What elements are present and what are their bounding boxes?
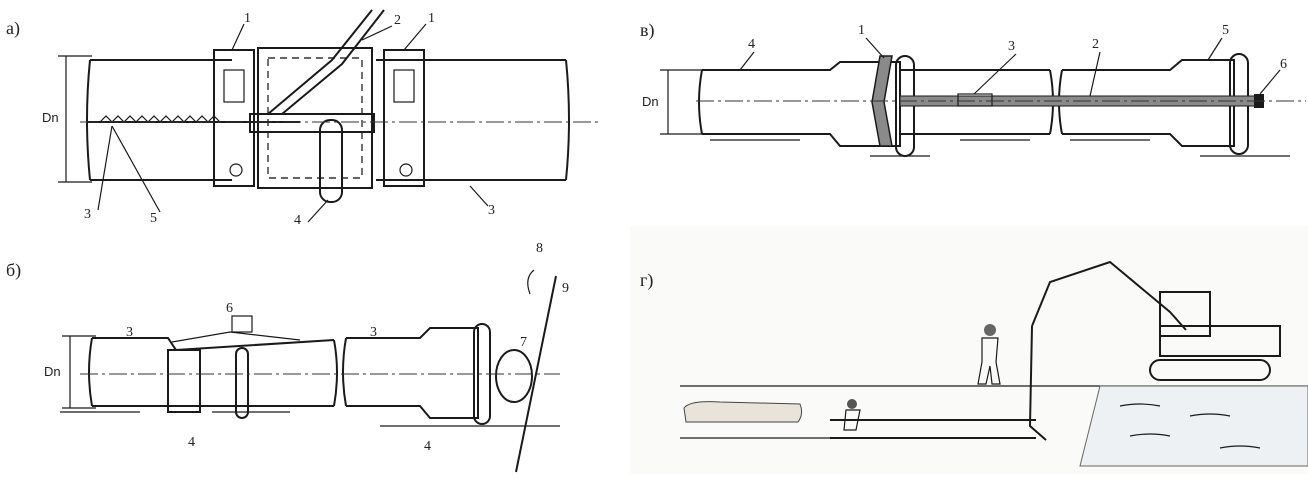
- crowbar-9: [515, 275, 557, 473]
- leader-v-6: [1259, 69, 1281, 95]
- leader-v-3: [973, 53, 1017, 95]
- arrow-8: [527, 269, 535, 295]
- label-v-2: 2: [1092, 37, 1099, 52]
- bolt-right: [399, 163, 413, 177]
- jack-right: [393, 69, 415, 103]
- leader-1a: [231, 23, 245, 51]
- panel-b-drawing: б) Dn 8 9 3 6 3 7 4 4: [6, 241, 569, 473]
- sealing-ring: [319, 119, 343, 203]
- ring-b-1: [235, 347, 249, 419]
- leader-4a: [307, 199, 329, 223]
- label-a-1b: 1: [428, 11, 435, 26]
- leader-v-5: [1207, 37, 1223, 61]
- panel-v-drawing: в) Dn 4 1 3 2 5 6: [640, 20, 1306, 157]
- lever-handle: [267, 9, 385, 115]
- pulled-pipe: [830, 419, 1036, 439]
- panel-g: г): [630, 226, 1308, 474]
- plug-7: [495, 349, 533, 403]
- worker-standing: [984, 324, 996, 336]
- leader-2a: [361, 25, 393, 41]
- label-v-6: 6: [1280, 57, 1287, 72]
- worker-standing-body: [977, 337, 1001, 385]
- excavator-boom: [1031, 260, 1187, 331]
- label-a-4: 4: [294, 213, 301, 228]
- water-ripples: [1119, 403, 1261, 449]
- label-v-3: 3: [1008, 39, 1015, 54]
- pipe-4: [698, 61, 901, 147]
- left-pipe: [86, 59, 232, 181]
- label-b-6: 6: [226, 301, 233, 316]
- dn-label-b: Dn: [44, 364, 61, 379]
- coupling-inner: [267, 57, 363, 179]
- panel-g-drawing: г): [630, 226, 1308, 474]
- water-body: [1079, 385, 1308, 467]
- panel-g-title: г): [640, 270, 653, 291]
- panel-a: а) Dn 1 2 1: [0, 0, 620, 240]
- coupling-b-1: [167, 349, 201, 413]
- lever-mechanism: [249, 113, 375, 133]
- excavator-cab: [1159, 291, 1211, 337]
- label-b-3b: 3: [370, 325, 377, 340]
- jack-left: [223, 69, 245, 103]
- tensioner-3: [957, 93, 993, 107]
- bolt-left: [229, 163, 243, 177]
- label-b-9: 9: [562, 281, 569, 296]
- label-v-5: 5: [1222, 23, 1229, 38]
- dn-label-v: Dn: [642, 94, 659, 109]
- label-b-3: 3: [126, 325, 133, 340]
- device-6: [231, 315, 253, 333]
- pipe-section-2: [342, 327, 479, 419]
- label-a-3b: 3: [488, 203, 495, 218]
- panel-a-title: а): [6, 18, 20, 39]
- leader-1b: [403, 23, 427, 51]
- leader-v-4: [739, 51, 755, 71]
- tape-b: [171, 331, 301, 343]
- label-v-4: 4: [748, 37, 755, 52]
- label-a-3: 3: [84, 207, 91, 222]
- excavator-tracks: [1149, 359, 1271, 381]
- excavator-body: [1159, 325, 1281, 357]
- worker-trench-body: [843, 409, 861, 431]
- label-a-5: 5: [150, 211, 157, 226]
- label-b-4: 4: [188, 435, 195, 450]
- dn-label: Dn: [42, 110, 59, 125]
- panel-v-title: в): [640, 20, 655, 41]
- coupling-body: [257, 47, 373, 189]
- label-a-1: 1: [244, 11, 251, 26]
- label-v-1: 1: [858, 23, 865, 38]
- leader-3b: [469, 185, 489, 207]
- leader-5a: [111, 125, 161, 213]
- leader-v-2: [1089, 51, 1101, 97]
- leader-v-1: [865, 37, 885, 59]
- spoil-heap: [683, 401, 803, 423]
- panel-b: б) Dn 8 9 3 6 3 7 4 4: [0, 240, 620, 479]
- right-pipe: [376, 59, 570, 181]
- panel-v: в) Dn 4 1 3 2 5 6: [630, 0, 1308, 200]
- clamp-left: [213, 49, 255, 187]
- worker-trench: [847, 399, 857, 409]
- ground-b: [60, 411, 560, 427]
- ground-v: [710, 139, 1290, 157]
- leader-3a: [97, 125, 113, 211]
- panel-b-title: б): [6, 260, 21, 281]
- label-b-7: 7: [520, 335, 527, 350]
- label-a-2: 2: [394, 13, 401, 28]
- label-b-4b: 4: [424, 439, 431, 454]
- pipe-section-1: [88, 337, 338, 407]
- excavator-arm: [1028, 325, 1047, 441]
- panel-a-drawing: а) Dn 1 2 1: [6, 9, 600, 228]
- label-b-8: 8: [536, 241, 543, 256]
